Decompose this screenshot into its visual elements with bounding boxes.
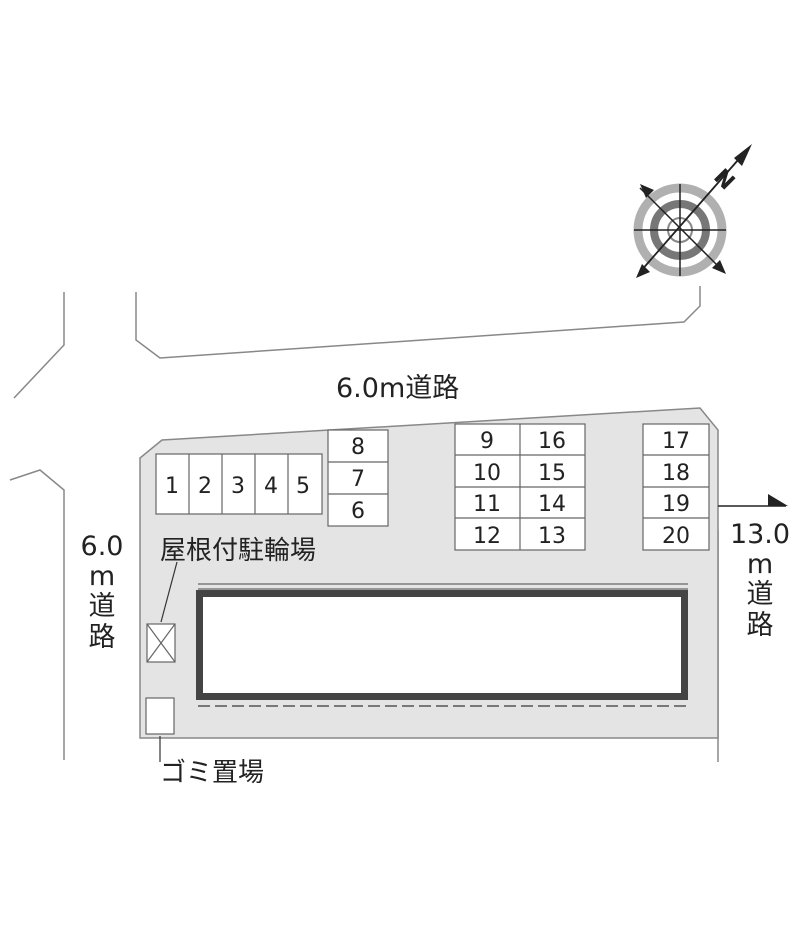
stall-17: 17: [662, 429, 690, 454]
top-road-edge: [135, 286, 701, 359]
parking-block-center: 9 10 11 12 16 15 14 13: [454, 423, 586, 551]
parking-row-left: 1 2 3 4 5: [155, 453, 323, 515]
left-road-lower-edge: [9, 469, 65, 760]
stall-6: 6: [351, 499, 365, 524]
parking-column-small: 8 7 6: [327, 429, 389, 527]
stall-7: 7: [351, 467, 365, 492]
stall-12: 12: [473, 524, 501, 549]
stall-10: 10: [473, 461, 501, 486]
stall-19: 19: [662, 492, 690, 517]
stall-11: 11: [473, 492, 501, 517]
stall-14: 14: [538, 492, 566, 517]
left-road-width: 6.0: [80, 531, 124, 562]
north-compass-icon: N: [633, 144, 752, 278]
stall-2: 2: [198, 474, 212, 499]
stall-16: 16: [538, 429, 566, 454]
stall-18: 18: [662, 461, 690, 486]
left-road-upper-edge: [13, 292, 65, 399]
left-road-unit: m: [88, 561, 116, 593]
right-road-char-1: 道: [746, 579, 774, 611]
stall-5: 5: [296, 474, 310, 499]
stall-1: 1: [165, 474, 179, 499]
right-road-width: 13.0: [729, 519, 791, 550]
stall-15: 15: [538, 461, 566, 486]
parking-block-right: 17 18 19 20: [642, 423, 710, 551]
right-road-label: 13.0 m 道 路: [725, 519, 795, 641]
garbage-area-label: ゴミ置場: [160, 758, 265, 788]
north-label: N: [708, 165, 739, 196]
left-road-label: 6.0 m 道 路: [72, 531, 132, 653]
garbage-area: [145, 697, 175, 762]
stall-9: 9: [480, 429, 494, 454]
bicycle-shed: [146, 561, 178, 663]
left-road-char-1: 道: [88, 591, 116, 623]
stall-8: 8: [351, 435, 365, 460]
right-road-arrow: [718, 494, 788, 507]
right-road-char-2: 路: [746, 609, 774, 641]
stall-13: 13: [538, 524, 566, 549]
top-road-label: 6.0m道路: [336, 373, 459, 404]
right-road-unit: m: [746, 549, 774, 581]
building: [196, 583, 688, 707]
bicycle-shed-label: 屋根付駐輪場: [160, 536, 317, 566]
stall-20: 20: [662, 524, 690, 549]
stall-3: 3: [231, 474, 245, 499]
stall-4: 4: [264, 474, 278, 499]
left-road-char-2: 路: [88, 621, 116, 653]
